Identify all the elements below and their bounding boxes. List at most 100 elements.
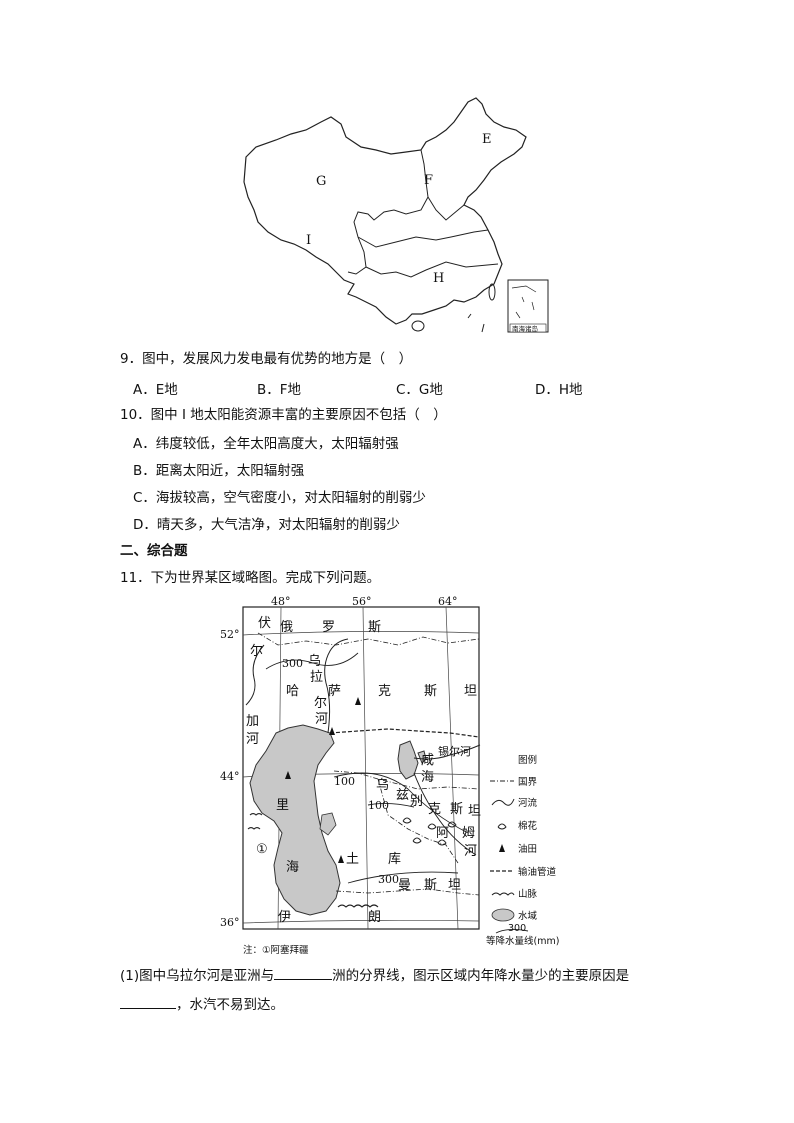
- legend-water: 水域: [518, 910, 538, 922]
- legend-mountain: 山脉: [518, 888, 538, 900]
- label-tm-si: 斯: [424, 878, 437, 893]
- label-volga-fu: 伏: [258, 616, 271, 631]
- label-F: F: [424, 173, 433, 188]
- label-uz-bie: 别: [410, 794, 423, 809]
- border-russia-kz: [257, 632, 480, 646]
- inset-detail: [511, 285, 537, 319]
- region-boundary: [427, 196, 465, 221]
- answer-blank-2[interactable]: [120, 994, 176, 1009]
- inset-caption-box: [509, 323, 547, 333]
- map-note: 注：①阿塞拜疆: [243, 944, 309, 956]
- q11-stem: 11．下为世界某区域略图。完成下列问题。: [120, 570, 381, 586]
- q10-option-b[interactable]: B．距离太阳近，太阳辐射强: [133, 463, 305, 479]
- label-russia-si: 斯: [368, 620, 381, 635]
- q11-sub1-part2: 洲的分界线，图示区域内年降水量少的主要原因是: [332, 968, 630, 984]
- islands-dashes: [467, 313, 485, 333]
- label-circle1: ①: [256, 842, 268, 857]
- label-G: G: [316, 174, 326, 189]
- label-I: I: [306, 233, 311, 248]
- label-iran-lang: 朗: [368, 910, 381, 925]
- legend-isohyet-value: 300: [508, 923, 526, 934]
- legend-water-symbol: [491, 908, 515, 922]
- central-asia-map: 48° 56° 64° 52° 44° 36° 伏 俄 罗 斯 尔 300 哈 …: [220, 595, 559, 956]
- legend-isohyet-symbol: [495, 928, 529, 934]
- q10-stem: 10．图中 I 地太阳能资源丰富的主要原因不包括（ ）: [120, 407, 447, 423]
- lon-64: 64°: [438, 595, 458, 608]
- legend-isohyet: 等降水量线(mm): [486, 935, 559, 947]
- label-amu-a: 阿: [436, 826, 449, 841]
- china-map: 南海诸岛 E F G H I: [243, 97, 549, 333]
- label-kz-tan: 坦: [464, 684, 477, 699]
- label-russia-luo: 罗: [322, 620, 335, 635]
- label-amu-mu: 姆: [462, 826, 475, 841]
- legend-pipeline: 输油管道: [518, 866, 557, 878]
- label-russia-e: 俄: [280, 620, 293, 635]
- isohyet-100: [333, 772, 469, 834]
- label-ural-wu: 乌: [308, 653, 321, 669]
- legend-title: 图例: [518, 754, 537, 766]
- syr-darya: [413, 744, 481, 760]
- legend-border: 国界: [518, 777, 538, 788]
- label-E: E: [482, 132, 492, 147]
- label-volga-er: 尔: [250, 644, 263, 659]
- label-caspian-li: 里: [276, 798, 289, 813]
- q9-option-c[interactable]: C．G地: [396, 382, 443, 398]
- label-kz-si: 斯: [424, 684, 437, 699]
- section-title: 二、综合题: [120, 543, 188, 559]
- q9-option-b[interactable]: B．F地: [257, 382, 302, 398]
- label-iran-yi: 伊: [278, 910, 291, 925]
- q10-option-c[interactable]: C．海拔较高，空气密度小，对太阳辐射的削弱少: [133, 490, 426, 506]
- region-boundary: [347, 149, 429, 275]
- answer-blank-1[interactable]: [274, 965, 333, 980]
- ural-river: [324, 638, 349, 734]
- inset-caption: 南海诸岛: [512, 324, 538, 333]
- lat-52: 52°: [220, 628, 240, 641]
- gulf: [319, 812, 337, 836]
- hainan-island: [411, 320, 425, 332]
- legend-river: 河流: [518, 797, 538, 809]
- label-caspian-hai: 海: [286, 860, 299, 875]
- legend-oilfield-symbol: [499, 844, 505, 852]
- q9-option-a[interactable]: A．E地: [133, 382, 178, 398]
- oil-pipeline: [329, 728, 480, 738]
- label-ural-la: 拉: [310, 670, 323, 685]
- label-volga-jia: 加: [246, 714, 259, 729]
- label-uz-tan: 坦: [468, 804, 481, 819]
- region-boundary: [365, 261, 499, 278]
- label-tm-man: 曼: [398, 878, 411, 893]
- legend-river-symbol: [491, 798, 515, 806]
- isohyet-label-300a: 300: [282, 657, 303, 670]
- isohyet-label-100b: 100: [368, 799, 389, 812]
- cotton-symbols: [402, 817, 457, 846]
- label-tm-tu: 土: [346, 852, 359, 867]
- taiwan-island: [488, 283, 496, 301]
- legend-cotton: 棉花: [518, 820, 538, 832]
- label-kz-ha: 哈: [286, 684, 299, 699]
- amu-darya: [413, 772, 477, 856]
- label-uz-wu: 乌: [376, 777, 389, 793]
- label-uz-zi: 兹: [396, 788, 409, 803]
- q9-option-d[interactable]: D．H地: [535, 382, 583, 398]
- label-amu-he: 河: [464, 844, 477, 859]
- volga-river: [245, 644, 265, 706]
- label-H: H: [433, 271, 444, 286]
- legend-cotton-symbol: [497, 823, 507, 830]
- label-kz-ke: 克: [378, 684, 391, 699]
- label-tm-tan: 坦: [448, 878, 461, 893]
- isohyet-300-south: [347, 871, 459, 884]
- label-volga-he: 河: [246, 732, 259, 747]
- legend-oilfield: 油田: [518, 843, 537, 855]
- label-ural-er: 尔: [314, 696, 327, 711]
- q10-option-d[interactable]: D．晴天多，大气洁净，对太阳辐射的削弱少: [133, 517, 400, 533]
- label-aral-xian: 咸: [421, 753, 434, 768]
- legend-mountain-symbol: [491, 892, 515, 896]
- q11-sub1-part1: (1)图中乌拉尔河是亚洲与: [120, 968, 275, 984]
- isohyet-100b: [367, 802, 415, 808]
- region-boundary: [357, 229, 489, 248]
- label-uz-si: 斯: [450, 802, 463, 817]
- caspian-sea: [249, 724, 341, 916]
- label-tm-ku: 库: [388, 851, 401, 867]
- q10-option-a[interactable]: A．纬度较低，全年太阳高度大，太阳辐射强: [133, 436, 399, 452]
- isohyet-label-100a: 100: [334, 775, 355, 788]
- border-tm-uz: [377, 778, 459, 864]
